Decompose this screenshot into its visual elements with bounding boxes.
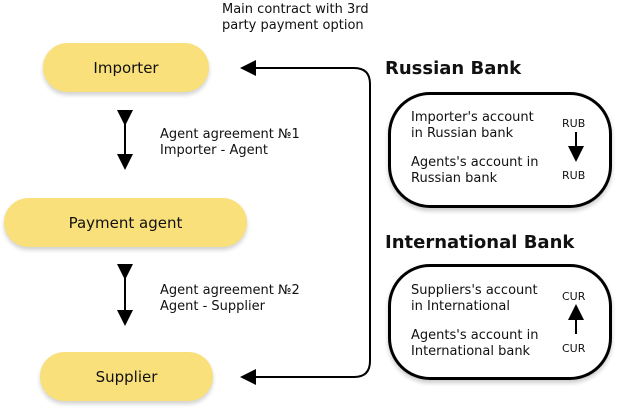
- international-bank-title: International Bank: [385, 232, 575, 253]
- currency-to: RUB: [562, 169, 586, 182]
- international-bank-box: [388, 264, 612, 380]
- russian-bank-title: Russian Bank: [385, 58, 522, 79]
- supplier-node: Supplier: [40, 352, 213, 401]
- arrow-to-importer: [240, 60, 371, 100]
- payment-agent-node: Payment agent: [4, 198, 247, 247]
- importer-node: Importer: [43, 43, 209, 92]
- arrow-to-supplier: [240, 90, 371, 385]
- currency-bottom: CUR: [562, 342, 586, 355]
- russian-bank-box: [388, 92, 612, 208]
- currency-top: CUR: [562, 290, 586, 303]
- currency-from: RUB: [562, 117, 586, 130]
